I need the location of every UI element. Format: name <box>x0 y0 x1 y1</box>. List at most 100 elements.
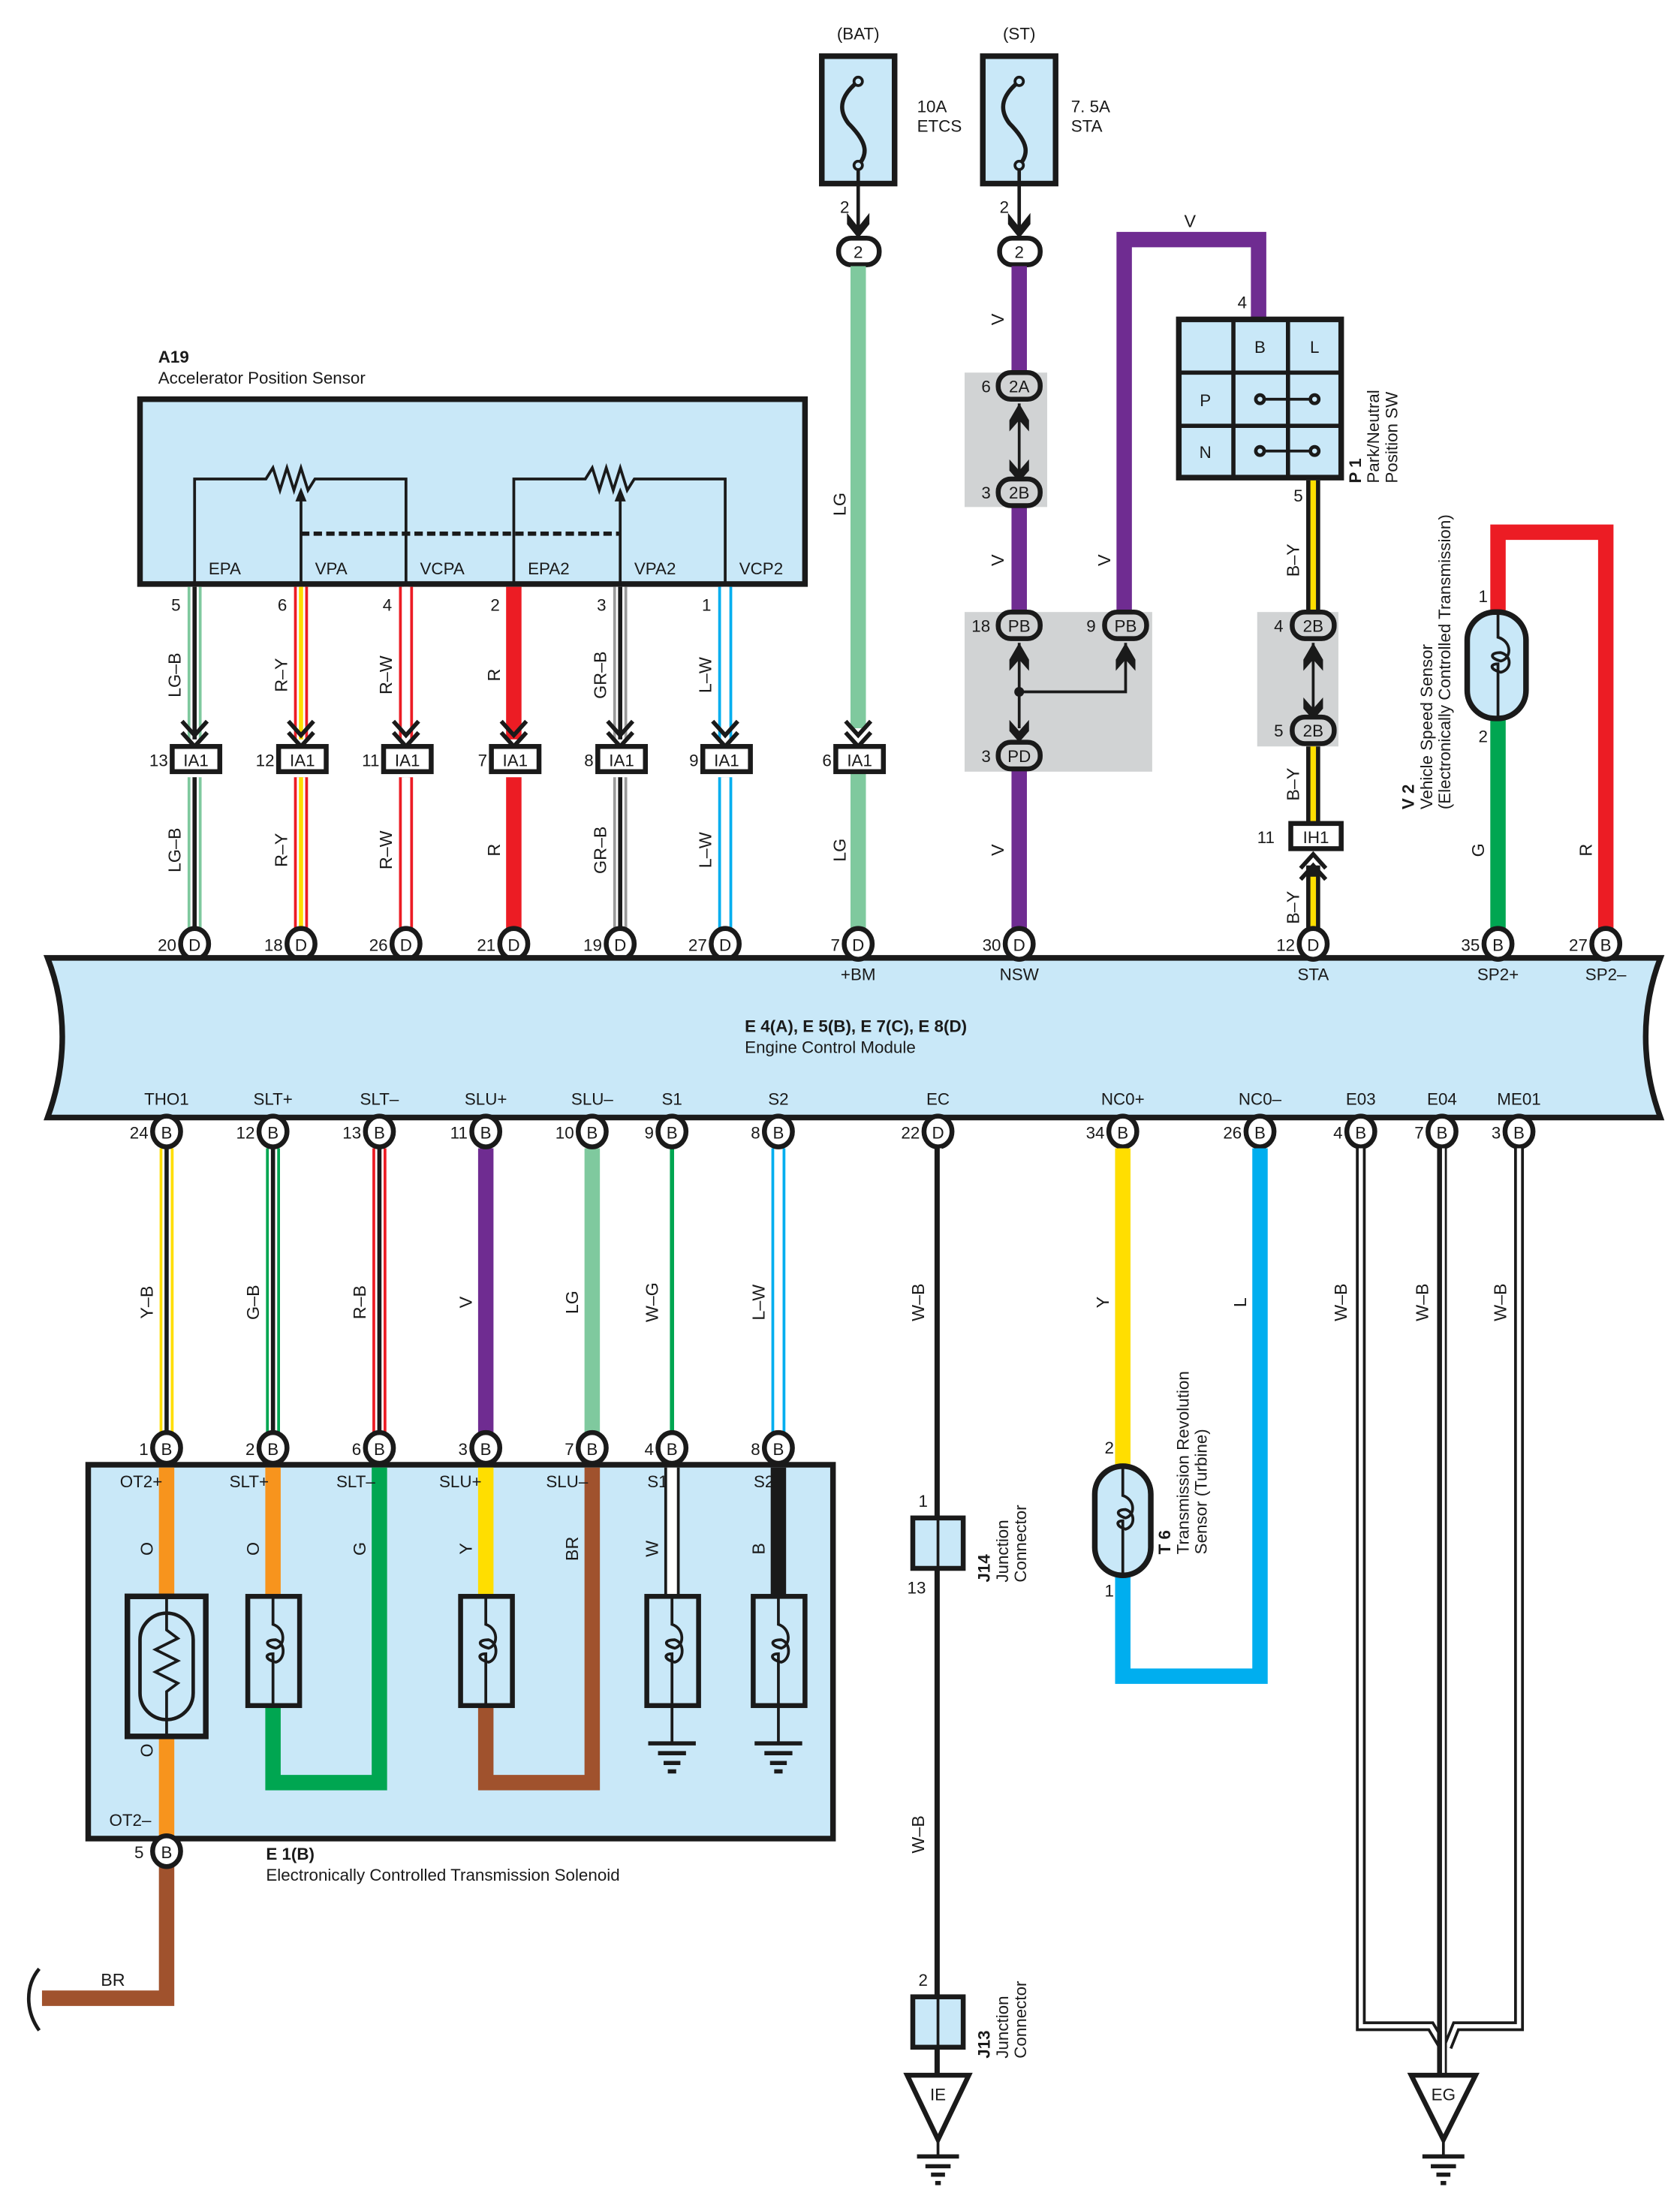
svg-text:5: 5 <box>134 1843 143 1862</box>
connector-badge <box>995 740 1043 772</box>
pin-number: 8 <box>751 1440 760 1459</box>
wire-color-label: O <box>243 1542 263 1556</box>
a19-terminal-epa2: EPA22RRIA17D21EPA2 <box>477 559 569 984</box>
connector-arrow-icon <box>1299 851 1328 881</box>
pin-number: 1 <box>702 595 711 614</box>
svg-text:Engine Control Module: Engine Control Module <box>745 1038 916 1057</box>
ecm-terminal-label: S2 <box>768 1090 788 1109</box>
connector-badge <box>921 1113 955 1149</box>
svg-text:2A: 2A <box>1009 377 1029 396</box>
svg-text:B: B <box>1436 1123 1447 1142</box>
wire-ground-eg: W–B W–B W–B EG <box>1331 1148 1525 2185</box>
connector-badge <box>256 1113 290 1149</box>
svg-text:STA: STA <box>1297 965 1329 984</box>
connector-arrow-icon <box>1303 697 1323 720</box>
wire-color-label: L–W <box>695 832 715 868</box>
connector-badge <box>469 1113 503 1149</box>
svg-text:PD: PD <box>1007 747 1031 766</box>
wire-break-icon <box>26 1967 41 2032</box>
svg-text:B–Y: B–Y <box>1284 767 1303 800</box>
wire-bm: LG LG <box>829 266 866 936</box>
ecm-terminal-label: S1 <box>662 1090 682 1109</box>
svg-text:IA1: IA1 <box>290 751 315 770</box>
svg-text:IH1: IH1 <box>1303 828 1329 847</box>
svg-text:7: 7 <box>831 936 840 955</box>
connector-badge <box>995 609 1043 641</box>
pin-number: 6 <box>278 595 287 614</box>
svg-text:IA1: IA1 <box>183 751 209 770</box>
svg-text:12: 12 <box>256 751 275 770</box>
ecm-terminal-label: SLU+ <box>465 1090 507 1109</box>
svg-text:D: D <box>400 936 412 955</box>
svg-text:B: B <box>374 1123 385 1142</box>
transmission-revolution-sensor: Y L 2 1 T 6 Transmission Revolution Sens… <box>1091 1148 1268 1684</box>
svg-text:B: B <box>267 1123 278 1142</box>
svg-text:D: D <box>295 936 307 955</box>
solenoid-terminal-label: SLU+ <box>439 1472 482 1491</box>
svg-text:B: B <box>480 1123 492 1142</box>
svg-text:LG: LG <box>829 839 849 862</box>
svg-text:2: 2 <box>854 242 863 261</box>
ecm-terminal-label: E04 <box>1427 1090 1457 1109</box>
wire-color-label: B <box>748 1543 768 1555</box>
svg-text:J13: J13 <box>975 2030 994 2058</box>
wire-color-label: W <box>643 1541 662 1557</box>
svg-text:Position SW: Position SW <box>1382 391 1401 483</box>
connector-badge <box>997 235 1043 267</box>
connector-badge <box>1002 926 1036 962</box>
wire-color-label: W–G <box>643 1282 662 1322</box>
ecm-terminal-label: EC <box>926 1090 950 1109</box>
pin-number: 2 <box>245 1440 254 1459</box>
svg-text:W–B: W–B <box>908 1815 928 1853</box>
wire-color-label: BR <box>562 1537 582 1561</box>
terminal-label: VCPA <box>420 559 465 578</box>
svg-text:R: R <box>1576 844 1596 857</box>
svg-text:LG: LG <box>829 493 849 516</box>
svg-text:5: 5 <box>1293 486 1302 505</box>
wire-color-label: GR–B <box>591 651 610 698</box>
ecm-terminal-label: SLT– <box>360 1090 399 1109</box>
solenoid-terminal-label: SLU– <box>546 1472 589 1491</box>
pin-number: 11 <box>450 1123 468 1142</box>
wire-color-label: Y–B <box>137 1286 156 1319</box>
connector-badge <box>1502 1113 1536 1149</box>
pin-number: 24 <box>130 1123 149 1142</box>
svg-text:B: B <box>1513 1123 1525 1142</box>
ecm-terminal-label: NC0+ <box>1101 1090 1145 1109</box>
pin-number: 4 <box>383 595 392 614</box>
svg-text:W–B: W–B <box>1331 1283 1350 1321</box>
svg-text:D: D <box>932 1123 944 1142</box>
svg-text:PB: PB <box>1115 616 1137 635</box>
svg-text:2B: 2B <box>1303 616 1323 635</box>
svg-text:Sensor (Turbine): Sensor (Turbine) <box>1192 1429 1211 1554</box>
svg-text:Transmission Revolution: Transmission Revolution <box>1173 1371 1192 1554</box>
svg-text:N: N <box>1200 443 1212 462</box>
connector-badge <box>995 476 1043 508</box>
svg-text:P: P <box>1200 391 1211 410</box>
svg-text:BR: BR <box>101 1970 125 1990</box>
ecm-terminal-label: ME01 <box>1497 1090 1540 1109</box>
svg-text:D: D <box>1307 936 1319 955</box>
connector-badge <box>1481 926 1515 962</box>
pin-number: 4 <box>1333 1123 1342 1142</box>
svg-text:P 1: P 1 <box>1346 458 1365 483</box>
svg-text:IA1: IA1 <box>847 751 872 770</box>
fuse-source-label: (ST) <box>1003 24 1036 43</box>
svg-text:B: B <box>1117 1123 1128 1142</box>
svg-text:B: B <box>667 1440 678 1459</box>
ground-point-icon <box>903 2072 973 2146</box>
connector-badge <box>835 235 882 267</box>
wire-color-label: R–W <box>376 830 396 869</box>
ground-icon <box>754 1741 802 1774</box>
pin-number: 21 <box>477 936 495 955</box>
svg-text:2: 2 <box>918 1971 927 1990</box>
wire-color-label: R–W <box>376 655 396 694</box>
svg-text:1: 1 <box>1478 587 1487 606</box>
connector-badge <box>275 743 329 775</box>
pin-number: 26 <box>369 936 388 955</box>
svg-text:8: 8 <box>584 751 593 770</box>
svg-text:2B: 2B <box>1009 483 1029 502</box>
